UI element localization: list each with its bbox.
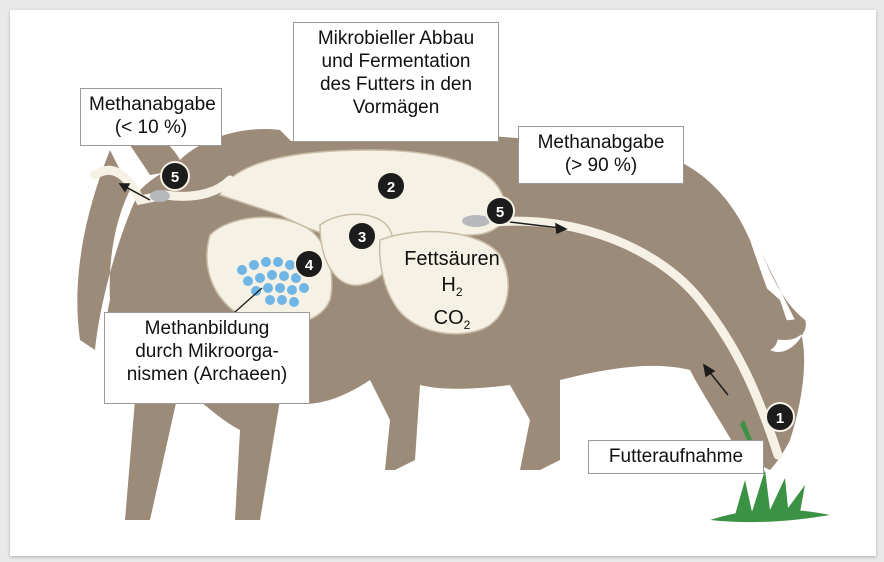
label-fatty-acids: Fettsäuren H2 CO2 [392, 246, 512, 338]
marker-3: 3 [347, 221, 377, 251]
label-methane-front: Methanabgabe (> 90 %) [518, 126, 684, 184]
label-feed-intake: Futteraufnahme [588, 440, 764, 474]
marker-4: 4 [294, 249, 324, 279]
label-methanogenesis: Methanbildung durch Mikroorga- nismen (A… [104, 312, 310, 404]
label-methane-rear: Methanabgabe (< 10 %) [80, 88, 222, 146]
marker-5-front: 5 [485, 196, 515, 226]
grass [710, 470, 830, 522]
label-microbial-fermentation: Mikrobieller Abbau und Fermentation des … [293, 22, 499, 142]
marker-5-rear: 5 [160, 161, 190, 191]
marker-2: 2 [376, 171, 406, 201]
marker-1: 1 [765, 402, 795, 432]
